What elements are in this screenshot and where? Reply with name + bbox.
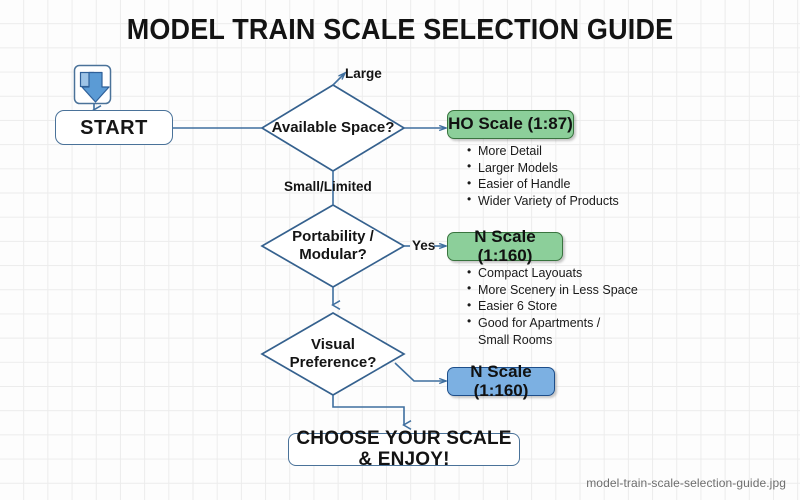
edge-label-small-limited: Small/Limited	[284, 179, 372, 194]
start-node[interactable]: START	[55, 110, 173, 145]
filename-watermark: model-train-scale-selection-guide.jpg	[586, 476, 786, 490]
n-scale-benefits-list: Compact Layouats More Scenery in Less Sp…	[462, 265, 658, 348]
list-item: Easier 6 Store	[467, 298, 658, 315]
final-node[interactable]: CHOOSE YOUR SCALE & ENJOY!	[288, 428, 520, 469]
list-item: More Detail	[467, 143, 658, 160]
result-ho-scale[interactable]: HO Scale (1:87)	[447, 110, 574, 139]
list-item: Easier of Handle	[467, 176, 658, 193]
list-item: More Scenery in Less Space	[467, 281, 658, 299]
decision-available-space-label[interactable]: Available Space?	[271, 119, 395, 136]
wire-available-space-large	[332, 73, 345, 86]
edge-label-yes: Yes	[412, 238, 436, 253]
list-item: Compact Layouats	[467, 265, 658, 282]
list-item: Good for Apartments / Small Rooms	[467, 314, 658, 348]
edge-label-large: Large	[345, 66, 382, 81]
decision-visual-preference-label[interactable]: Visual Preference?	[289, 336, 377, 371]
result-n-scale-visual[interactable]: N Scale (1:160)	[447, 362, 555, 399]
ho-scale-benefits-list: More Detail Larger Models Easier of Hand…	[462, 143, 658, 210]
result-n-scale-portable[interactable]: N Scale (1:160)	[447, 227, 563, 264]
decision-portability-label[interactable]: Portability / Modular?	[292, 228, 374, 263]
page-title: MODEL TRAIN SCALE SELECTION GUIDE	[126, 14, 674, 46]
list-item: Wider Variety of Products	[467, 192, 658, 210]
wire-visual-to-final	[332, 395, 412, 430]
wire-visual-to-n-scale-blue	[394, 362, 446, 381]
insert-download-arrow-icon	[73, 64, 112, 105]
list-item: Larger Models	[467, 159, 658, 177]
